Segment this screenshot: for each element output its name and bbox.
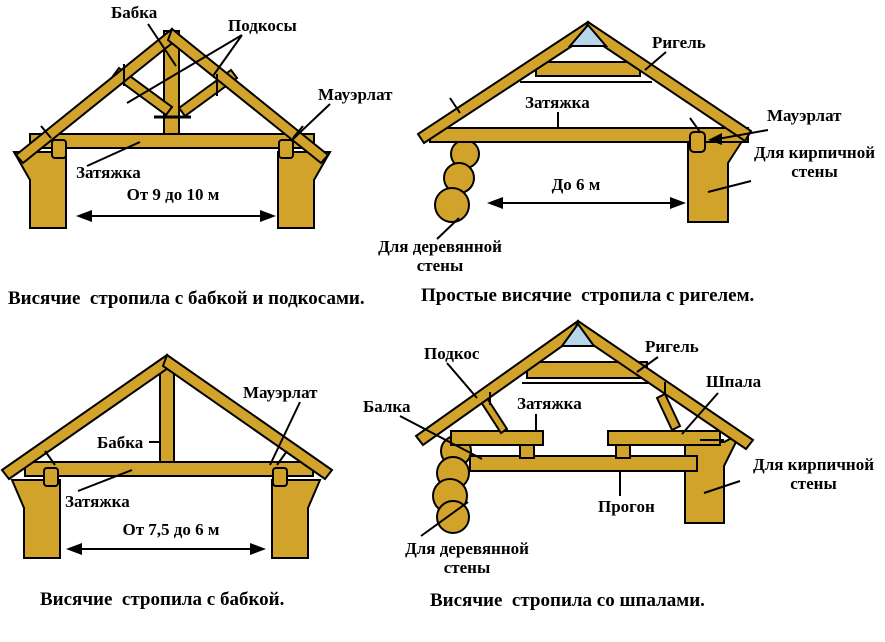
- joint-tick-marks: [44, 450, 288, 466]
- label-balka: Балка: [363, 397, 411, 416]
- label-wood-wall: Для деревянной стены: [405, 539, 529, 578]
- leader-lines: [436, 51, 769, 240]
- mauerlat-block-left: [51, 139, 67, 159]
- ridge-skylight: [560, 322, 596, 347]
- truss-babka: [0, 353, 334, 559]
- diagram-caption: Висячие стропила со шпалами.: [430, 590, 705, 611]
- truss-rigel: [416, 20, 769, 240]
- truss-babka-podkosy: [12, 23, 332, 229]
- mauerlat-block-right: [272, 467, 288, 487]
- label-babka: Бабка: [111, 3, 158, 22]
- rafter-right: [166, 27, 330, 165]
- diagram-caption: Простые висячие стропила с ригелем.: [421, 285, 755, 306]
- rafter-left: [0, 353, 173, 481]
- brick-pier: [684, 431, 743, 524]
- label-podkos: Подкос: [424, 344, 480, 363]
- leader-lines: [77, 401, 301, 492]
- label-shpala: Шпала: [706, 372, 762, 391]
- span-dimension: От 7,5 до 6 м: [122, 520, 220, 539]
- truss-shpaly: [399, 319, 755, 537]
- wall-pillar-left: [12, 151, 67, 229]
- leader-lines: [86, 23, 331, 167]
- label-rigel: Ригель: [645, 337, 699, 356]
- label-progon: Прогон: [598, 497, 655, 516]
- label-mauerlat: Мауэрлат: [243, 383, 318, 402]
- log-wall-course: [436, 500, 470, 534]
- span-dimension: До 6 м: [551, 175, 601, 194]
- main-beam-balka: [469, 455, 698, 472]
- label-zatyazhka: Затяжка: [65, 492, 130, 511]
- wall-pillar-right: [271, 479, 322, 559]
- ridge-skylight: [567, 23, 609, 47]
- tie-beam: [29, 133, 315, 149]
- diagram-caption: Висячие стропила с бабкой и подкосами.: [8, 288, 365, 309]
- label-zatyazhka: Затяжка: [76, 163, 141, 182]
- mauerlat-block: [689, 131, 706, 153]
- log-wall-course: [434, 187, 470, 223]
- label-rigel: Ригель: [652, 33, 706, 52]
- label-podkosy: Подкосы: [228, 16, 297, 35]
- wall-pillar-right: [277, 151, 332, 229]
- label-brick-wall: Для кирпичной стены: [754, 143, 875, 182]
- label-babka: Бабка: [97, 433, 144, 452]
- span-dimension: От 9 до 10 м: [126, 185, 220, 204]
- mauerlat-block-right: [278, 139, 294, 159]
- label-mauerlat: Мауэрлат: [318, 85, 393, 104]
- label-brick-wall: Для кирпичной стены: [753, 455, 874, 494]
- diagram-caption: Висячие стропила с бабкой.: [40, 589, 285, 610]
- dimension-arrow: [487, 197, 686, 209]
- king-post: [159, 364, 175, 463]
- rafter-right: [161, 353, 334, 481]
- joint-tick-marks: [40, 64, 304, 139]
- sleeper-shelf-left: [450, 430, 544, 446]
- sleeper-shelf-right: [607, 430, 721, 446]
- joint-tick-marks: [489, 382, 724, 441]
- label-wood-wall: Для деревянной стены: [378, 237, 502, 276]
- dimension-arrow: [76, 210, 276, 222]
- strut-right: [655, 392, 682, 432]
- collar-beam: [535, 61, 641, 77]
- joint-tick-marks: [449, 97, 701, 133]
- dimension-arrow: [66, 543, 266, 555]
- wall-pillar-left: [10, 479, 61, 559]
- mauerlat-block-left: [43, 467, 59, 487]
- label-zatyazhka: Затяжка: [517, 394, 582, 413]
- leader-lines: [399, 356, 741, 537]
- strut-left: [479, 396, 509, 435]
- mauerlat-leader-arrowhead: [708, 133, 722, 145]
- label-zatyazhka: Затяжка: [525, 93, 590, 112]
- label-mauerlat: Мауэрлат: [767, 106, 842, 125]
